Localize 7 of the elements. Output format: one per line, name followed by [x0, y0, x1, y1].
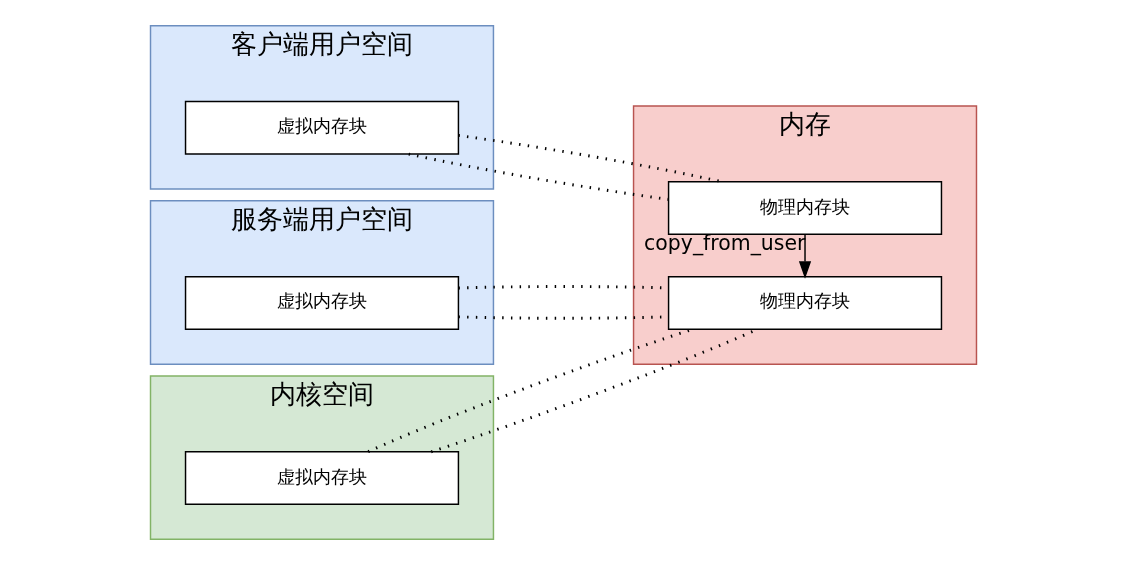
arrow: [798, 234, 812, 279]
node-box: 虚拟内存块: [184, 100, 460, 155]
node-box: 虚拟内存块: [184, 451, 460, 506]
connector: [408, 152, 669, 201]
node-box: 虚拟内存块: [184, 275, 460, 330]
node-box: 物理内存块: [667, 275, 943, 330]
node-box: 物理内存块: [667, 181, 943, 236]
